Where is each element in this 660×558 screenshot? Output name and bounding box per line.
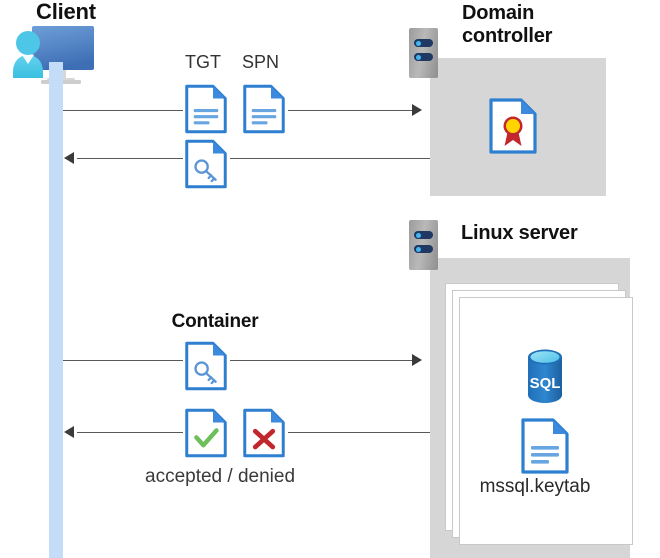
server-rack-icon-domain-controller: [409, 28, 438, 78]
message-2-line-right: [230, 158, 430, 159]
message-4-arrowhead: [64, 426, 74, 438]
key-document-icon-request: [185, 341, 227, 391]
linux-server-title: Linux server: [461, 222, 578, 244]
message-1-line-right: [288, 110, 416, 111]
document-icon-keytab: [521, 418, 569, 474]
key-document-icon-ticket: [185, 139, 227, 189]
document-icon-spn: [243, 84, 285, 134]
tgt-label: TGT: [185, 52, 221, 72]
message-1-line-left: [63, 110, 183, 111]
rack-bar: [414, 39, 433, 47]
rack-bar: [414, 231, 433, 239]
message-1-arrowhead: [412, 104, 422, 116]
user-monitor-icon: [8, 24, 116, 86]
client-title: Client: [36, 0, 96, 24]
sql-icon-label: SQL: [530, 375, 561, 392]
domain-controller-title-line2: controller: [462, 25, 553, 47]
cross-document-icon-denied: [243, 408, 285, 458]
keytab-filename-label: mssql.keytab: [479, 476, 591, 497]
client-lifeline: [49, 62, 63, 558]
container-title: Container: [0, 311, 660, 333]
message-2-arrowhead: [64, 152, 74, 164]
domain-controller-title: Domain controller: [462, 2, 622, 48]
sql-database-icon: SQL: [521, 348, 569, 404]
rack-bar: [414, 53, 433, 61]
message-2-line-left: [77, 158, 183, 159]
verdict-label: accepted / denied: [145, 466, 296, 487]
rack-bar: [414, 245, 433, 253]
message-4-line-left: [77, 432, 183, 433]
message-4-line-right: [288, 432, 430, 433]
document-icon-tgt: [185, 84, 227, 134]
message-3-line-left: [63, 360, 183, 361]
check-document-icon-accepted: [185, 408, 227, 458]
domain-controller-title-line1: Domain: [462, 2, 535, 24]
server-rack-icon-linux-server: [409, 220, 438, 270]
spn-label: SPN: [242, 52, 280, 72]
container-title-text: Container: [171, 311, 259, 332]
message-3-arrowhead: [412, 354, 422, 366]
message-3-line-right: [230, 360, 416, 361]
certificate-icon: [489, 98, 537, 154]
